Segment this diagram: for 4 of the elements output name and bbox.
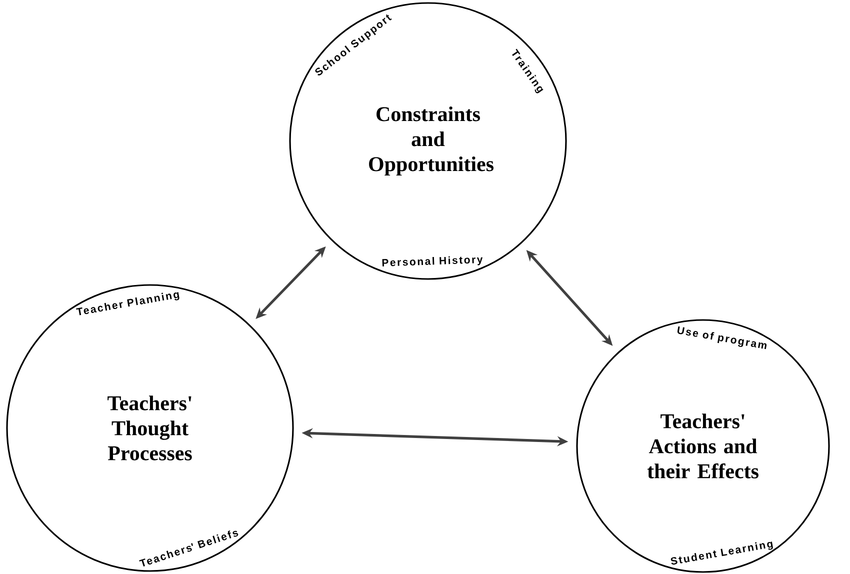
ring-label: Personal History (382, 256, 483, 266)
ring-label: Teacher Planning (76, 292, 180, 316)
ring-label: Use of program (677, 326, 767, 350)
ring-label: Student Learning (670, 542, 773, 565)
